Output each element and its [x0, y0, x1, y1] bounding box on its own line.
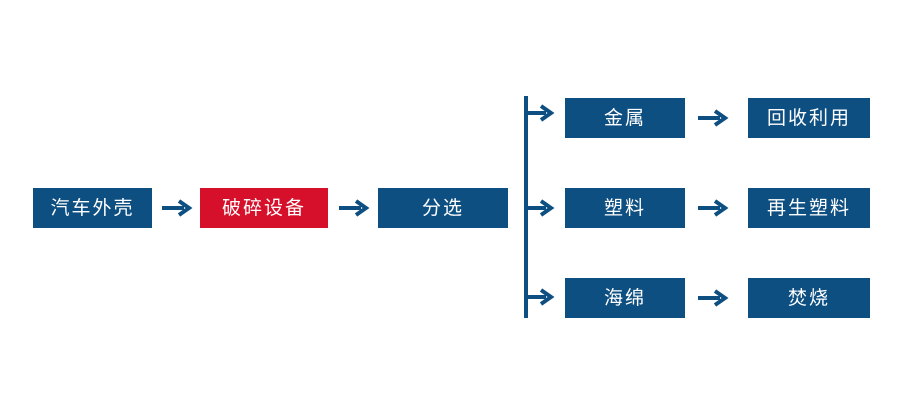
node-input[interactable]: 汽车外壳: [33, 188, 152, 228]
arrow-right-icon: [696, 286, 730, 310]
node-material-plastic[interactable]: 塑料: [565, 188, 685, 228]
branch-arrow-right-icon: [526, 101, 556, 125]
branch-arrow-right-icon: [526, 285, 556, 309]
node-material-metal[interactable]: 金属: [565, 98, 685, 138]
arrow-right-icon: [337, 196, 371, 220]
arrow-right-icon: [696, 196, 730, 220]
node-destination-recycle[interactable]: 回收利用: [748, 98, 870, 138]
node-sorting[interactable]: 分选: [378, 188, 508, 228]
node-shredder[interactable]: 破碎设备: [200, 188, 328, 228]
arrow-right-icon: [160, 196, 194, 220]
branch-arrow-right-icon: [526, 196, 556, 220]
node-material-sponge[interactable]: 海绵: [565, 278, 685, 318]
node-destination-incineration[interactable]: 焚烧: [748, 278, 870, 318]
node-destination-regenerated-plastic[interactable]: 再生塑料: [748, 188, 870, 228]
arrow-right-icon: [696, 106, 730, 130]
